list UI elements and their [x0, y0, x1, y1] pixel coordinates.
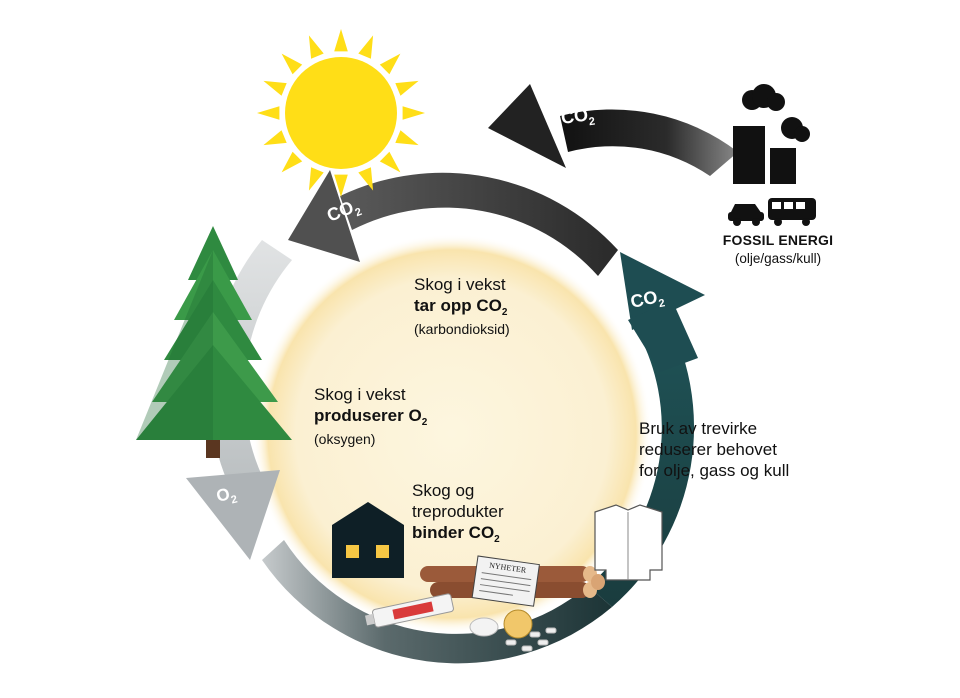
center-top-line2: tar opp CO2 — [414, 296, 508, 318]
car-icon — [728, 204, 764, 226]
sun-ray — [263, 80, 287, 96]
arrowhead-fossil-left — [488, 84, 566, 168]
sun-ray — [395, 80, 419, 96]
left-mid-line1: Skog i vekst — [314, 385, 406, 404]
fossil-energy-label: FOSSIL ENERGI (olje/gass/kull) — [703, 232, 853, 266]
sun-ray — [281, 53, 303, 75]
right-line1: Bruk av trevirke — [639, 419, 758, 438]
svg-text:CO2: CO2 — [560, 104, 596, 132]
bottom-mid-text: Skog og treprodukter binder CO2 — [412, 480, 504, 546]
label-co2-fossil: CO2 — [560, 104, 596, 132]
sun-ray — [308, 167, 324, 191]
center-top-line1: Skog i vekst — [414, 275, 506, 294]
bottom-mid-line2: treprodukter — [412, 502, 504, 521]
factory-icon — [733, 84, 810, 184]
house-icon — [332, 502, 404, 578]
bus-icon — [768, 198, 816, 226]
sun-icon — [257, 29, 425, 197]
sun-ray — [379, 53, 401, 75]
sun-ray — [334, 174, 348, 197]
right-line3: for olje, gass og kull — [639, 461, 790, 480]
sun-ray — [334, 29, 348, 52]
pills-icon — [469, 609, 557, 652]
center-top-line3: (karbondioksid) — [414, 321, 510, 337]
newspaper-icon: NYHETER — [471, 555, 540, 607]
arrowhead-light-down — [186, 470, 280, 560]
label-o2-left: O2 — [214, 483, 238, 510]
left-mid-text: Skog i vekst produserer O2 (oksygen) — [314, 384, 427, 450]
fossil-subtitle: (olje/gass/kull) — [734, 251, 822, 266]
fossil-title: FOSSIL ENERGI — [722, 232, 834, 248]
sun-ray — [379, 151, 401, 173]
sun-ray — [395, 130, 419, 146]
center-top-text: Skog i vekst tar opp CO2 (karbondioksid) — [414, 274, 510, 340]
arrow-ring-right-teal — [588, 308, 695, 607]
sun-ray — [358, 35, 374, 59]
arrow-teal-upper — [628, 300, 698, 372]
sun-ray — [263, 130, 287, 146]
arrowhead-teal — [620, 252, 705, 330]
left-mid-line2: produserer O2 — [314, 406, 428, 428]
left-mid-line3: (oksygen) — [314, 431, 376, 447]
bottom-mid-line1: Skog og — [412, 481, 475, 500]
arrow-fossil — [560, 109, 738, 176]
sun-ray — [308, 35, 324, 59]
arrowhead-gray-left — [288, 170, 360, 262]
sun-ray — [358, 167, 374, 191]
sun-ray — [281, 151, 303, 173]
right-text: Bruk av trevirke reduserer behovet for o… — [639, 418, 789, 481]
shirt-icon — [594, 504, 663, 581]
sun-ray — [402, 106, 425, 120]
bottom-mid-line3: binder CO2 — [412, 523, 500, 545]
toothpaste-icon — [365, 593, 454, 628]
right-line2: reduserer behovet — [639, 440, 777, 459]
svg-text:O2: O2 — [214, 483, 238, 510]
sun-ray — [257, 106, 280, 120]
arrow-ring-top-dark — [340, 172, 618, 276]
tree-icon — [136, 226, 292, 458]
